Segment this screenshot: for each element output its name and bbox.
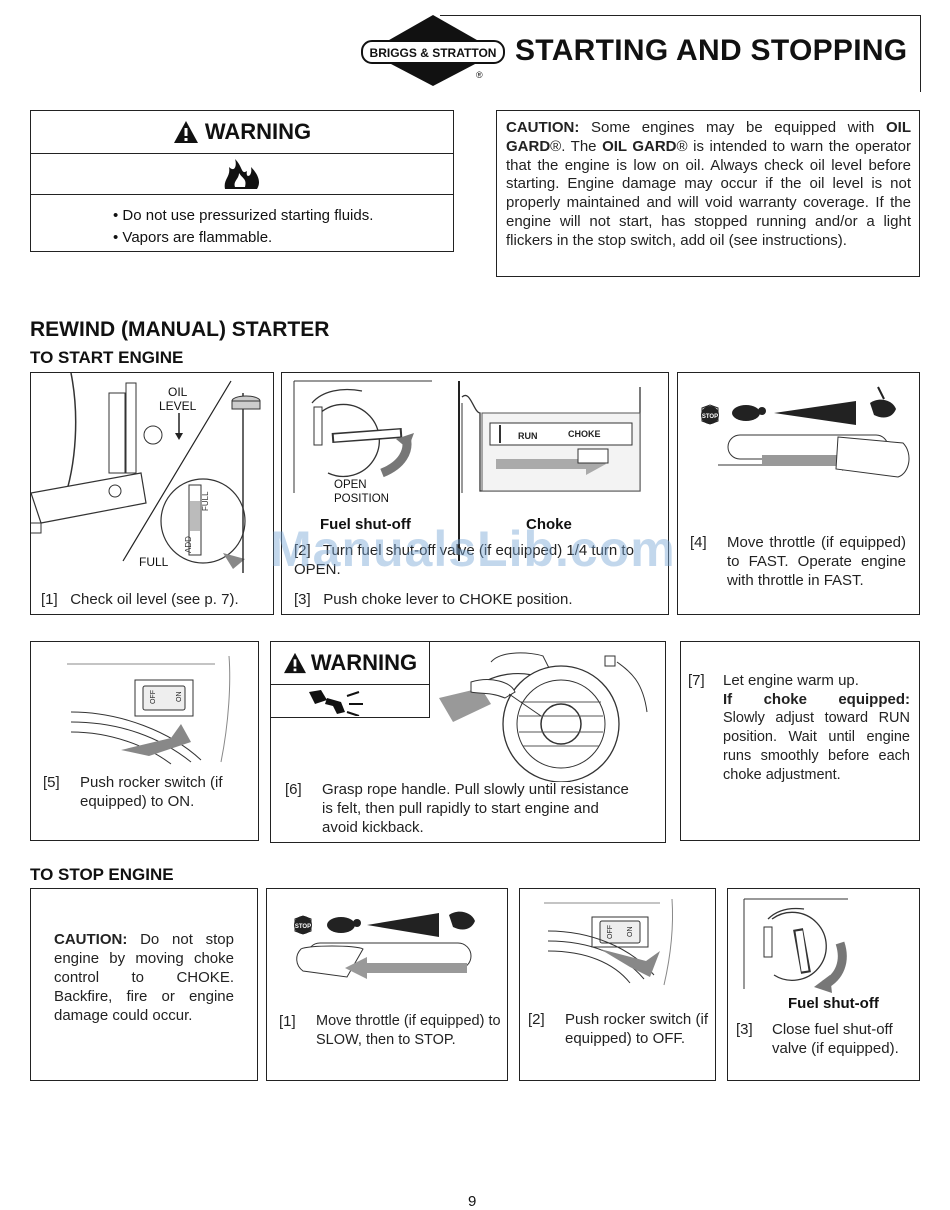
svg-text:CHOKE: CHOKE bbox=[568, 429, 601, 439]
stop-step2-text: [2] Push rocker switch (if equipped) to … bbox=[528, 1011, 708, 1047]
engine-recoil-illustration bbox=[439, 652, 648, 782]
step1-panel: FULL ADD OIL LEVEL FULL [1] Check oil le… bbox=[30, 372, 274, 615]
oil-level-illustration: FULL ADD bbox=[31, 373, 261, 573]
svg-text:OFF: OFF bbox=[150, 690, 157, 704]
start-subheading: TO START ENGINE bbox=[30, 348, 184, 367]
rewind-heading: REWIND (MANUAL) STARTER bbox=[30, 318, 330, 341]
step6-warning-title: WARNING bbox=[310, 650, 418, 675]
page-number: 9 bbox=[468, 1193, 477, 1210]
list-item: • Do not use pressurized starting fluids… bbox=[113, 207, 374, 224]
warning-box: WARNING • Do not use pressurized startin… bbox=[30, 110, 454, 252]
svg-text:STOP: STOP bbox=[295, 924, 311, 930]
flame-icon bbox=[224, 159, 259, 189]
rabbit-icon bbox=[449, 911, 475, 930]
warning-title: WARNING bbox=[204, 119, 312, 144]
fuel-shutoff-label: Fuel shut-off bbox=[788, 995, 879, 1012]
caution-box: CAUTION: Some engines may be equipped wi… bbox=[496, 110, 920, 277]
turtle-icon bbox=[327, 917, 355, 933]
turtle-icon bbox=[732, 405, 760, 421]
step5-panel: OFF ON [5] Push rocker switch (if equipp… bbox=[30, 641, 259, 841]
step2-3-panel: OPEN POSITION RUN CHOKE Fuel shut-off Ch… bbox=[281, 372, 669, 615]
svg-text:ON: ON bbox=[176, 692, 183, 703]
fuel-valve-illustration bbox=[293, 380, 432, 493]
fuel-valve-close-illustration bbox=[743, 898, 848, 993]
step7-panel: [7] Let engine warm up. If choke equippe… bbox=[680, 641, 920, 841]
stop-step3-panel: Fuel shut-off [3] Close fuel shut-off va… bbox=[727, 888, 920, 1081]
throttle-slow-illustration: STOP bbox=[294, 911, 475, 979]
logo-text: BRIGGS & STRATTON bbox=[370, 46, 497, 60]
step6-warning-box: WARNING bbox=[271, 642, 430, 718]
step2-text: [2] Turn fuel shut-off valve (if equippe… bbox=[294, 542, 634, 578]
watermark: ManualsLib.com bbox=[270, 521, 676, 577]
stop-step2-panel: OFF ON [2] Push rocker switch (if equipp… bbox=[519, 888, 716, 1081]
divider-line bbox=[458, 381, 460, 561]
fuel-shutoff-caption: Fuel shut-off bbox=[320, 516, 411, 533]
step4-panel: STOP [4] Move throttle (if equipped) to … bbox=[677, 372, 920, 615]
warning-triangle-icon bbox=[173, 121, 198, 143]
stop-step1-panel: STOP [1] Move throttle (if equipped) to … bbox=[266, 888, 508, 1081]
throttle-illustration: STOP bbox=[701, 386, 910, 478]
rabbit-icon bbox=[870, 399, 896, 418]
open-position-label: OPEN POSITION bbox=[334, 479, 389, 505]
step7-text: [7] Let engine warm up. If choke equippe… bbox=[688, 672, 910, 783]
stop-caution-text: CAUTION: Do not stop engine by moving ch… bbox=[54, 931, 234, 1024]
warning-list: • Do not use pressurized starting fluids… bbox=[31, 205, 453, 249]
step6-panel: WARNING [6] Grasp rope handle. Pull slow… bbox=[270, 641, 666, 843]
svg-text:STOP: STOP bbox=[702, 414, 718, 420]
header-frame bbox=[440, 15, 921, 92]
svg-text:OFF: OFF bbox=[607, 925, 614, 939]
warning-triangle-icon bbox=[283, 652, 306, 674]
stop-step3-text: [3] Close fuel shut-off valve (if equipp… bbox=[736, 1021, 899, 1057]
kickback-hand-icon bbox=[309, 690, 363, 716]
choke-illustration: RUN CHOKE bbox=[461, 387, 641, 493]
svg-text:ADD: ADD bbox=[184, 536, 193, 553]
list-item: • Vapors are flammable. bbox=[113, 229, 273, 246]
rocker-on-illustration: OFF ON bbox=[67, 655, 231, 765]
warning-header: WARNING bbox=[31, 111, 453, 154]
svg-text:ON: ON bbox=[627, 927, 634, 938]
step4-text: [4] Move throttle (if equipped) to FAST.… bbox=[690, 534, 906, 589]
step6-text: [6] Grasp rope handle. Pull slowly until… bbox=[285, 781, 629, 836]
step3-text: [3] Push choke lever to CHOKE position. bbox=[294, 591, 573, 608]
full-label: FULL bbox=[139, 555, 169, 569]
rocker-off-illustration: OFF ON bbox=[544, 898, 674, 986]
brand-logo: BRIGGS & STRATTON ® bbox=[361, 15, 505, 86]
svg-text:FULL: FULL bbox=[201, 491, 210, 511]
step1-text: [1] Check oil level (see p. 7). bbox=[41, 591, 239, 608]
svg-text:RUN: RUN bbox=[518, 431, 538, 441]
stop-step1-text: [1] Move throttle (if equipped) to SLOW,… bbox=[279, 1013, 501, 1048]
page-title: STARTING AND STOPPING bbox=[515, 34, 908, 67]
choke-caption: Choke bbox=[526, 516, 572, 533]
flame-row bbox=[31, 154, 453, 195]
caution-text: CAUTION: Some engines may be equipped wi… bbox=[506, 119, 912, 249]
svg-text:®: ® bbox=[476, 70, 483, 80]
oil-level-label: OIL LEVEL bbox=[159, 385, 197, 413]
stop-caution-panel: CAUTION: Do not stop engine by moving ch… bbox=[30, 888, 258, 1081]
stop-subheading: TO STOP ENGINE bbox=[30, 865, 174, 884]
step5-text: [5] Push rocker switch (if equipped) to … bbox=[43, 774, 223, 810]
